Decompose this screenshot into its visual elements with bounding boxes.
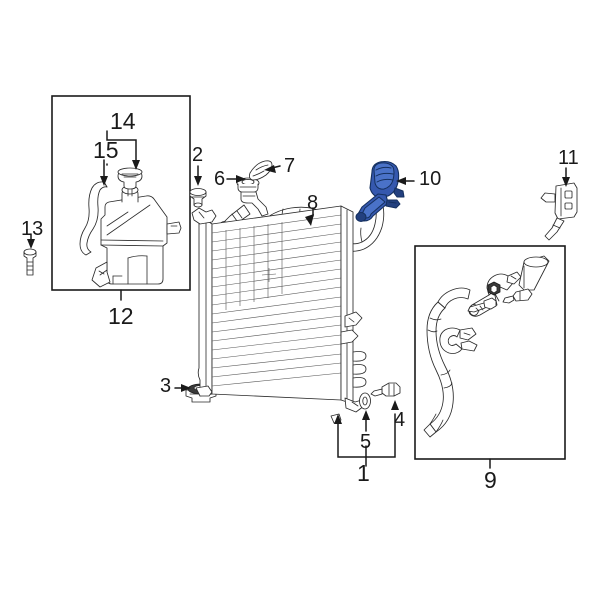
coolant-reservoir-tank bbox=[91, 185, 182, 288]
hose-group-box bbox=[414, 245, 566, 469]
callout-label-4: 4 bbox=[394, 409, 406, 431]
callout-leader-lines bbox=[27, 130, 570, 467]
callout-label-6: 6 bbox=[214, 168, 226, 190]
callout-label-10: 10 bbox=[419, 168, 442, 190]
callout-label-5: 5 bbox=[360, 431, 372, 453]
callout-label-9: 9 bbox=[484, 467, 497, 493]
drain-cock-oring-part bbox=[359, 392, 371, 410]
callout-label-13: 13 bbox=[21, 218, 44, 240]
callout-label-3: 3 bbox=[160, 375, 172, 397]
callout-label-7: 7 bbox=[284, 155, 296, 177]
coolant-temperature-sensor-part bbox=[540, 182, 578, 241]
lower-radiator-hose-assembly bbox=[423, 255, 550, 438]
reservoir-mounting-bolt-part bbox=[23, 248, 37, 276]
callout-label-12: 12 bbox=[108, 303, 134, 329]
radiator-support-grommet-part bbox=[189, 188, 207, 208]
radiator-outlet-spigots bbox=[352, 351, 367, 388]
callout-label-15: 15 bbox=[93, 137, 119, 163]
callout-label-14: 14 bbox=[110, 108, 136, 134]
callout-label-11: 11 bbox=[558, 147, 579, 169]
water-outlet-pipe-connector-highlighted bbox=[355, 160, 405, 222]
radiator-core-assembly bbox=[191, 205, 367, 424]
radiator-tube-lines bbox=[225, 222, 283, 310]
drain-cock-plug-part bbox=[370, 382, 401, 397]
callout-label-2: 2 bbox=[192, 144, 204, 166]
radiator-fin-lines bbox=[211, 214, 342, 387]
callout-label-8: 8 bbox=[307, 192, 319, 214]
callout-label-1: 1 bbox=[357, 460, 370, 486]
